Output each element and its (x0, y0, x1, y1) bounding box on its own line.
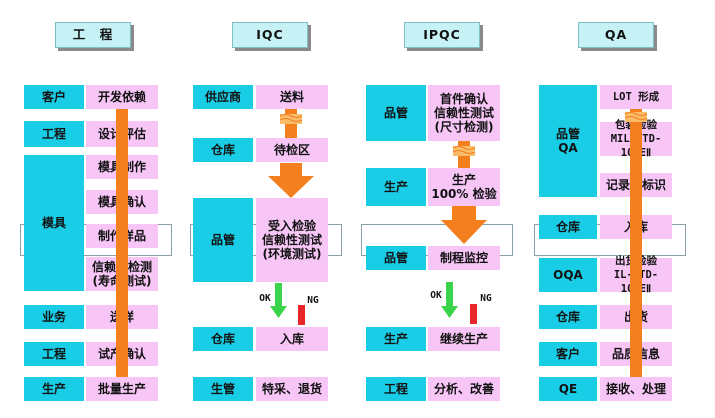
role-engineering-2: 工程 (24, 342, 84, 366)
ok-label-col3: OK (430, 290, 442, 301)
task-lot-formation: LOT 形成 (600, 85, 672, 109)
ok-arrowhead-col2 (270, 306, 287, 318)
role-production: 生产 (24, 377, 84, 401)
task-analyze-improve: 分析、改善 (428, 377, 500, 401)
task-development: 开发依赖 (86, 85, 158, 109)
ok-bar-col2 (275, 283, 282, 309)
task-full-inspection: 生产 100% 检验 (428, 168, 500, 206)
role-qe: QE (539, 377, 597, 401)
role-customer: 客户 (24, 85, 84, 109)
ng-label-col3: NG (480, 293, 492, 304)
task-receive-handle: 接收、处理 (600, 377, 672, 401)
role-oqa: OQA (539, 258, 597, 292)
arrow-down-col2 (268, 163, 314, 198)
task-mass-production: 批量生产 (86, 377, 158, 401)
wave-col4 (624, 112, 648, 122)
col4-connector (630, 109, 642, 377)
ng-bar-col2 (298, 305, 305, 325)
arrow-down-col3 (441, 206, 487, 244)
role-engineering-ipqc: 工程 (366, 377, 426, 401)
role-business: 业务 (24, 305, 84, 329)
wave-col2 (279, 114, 303, 124)
role-warehouse-qa-2: 仓库 (539, 305, 597, 329)
header-ipqc: IPQC (404, 22, 480, 48)
role-qc-qa: 品管 QA (539, 85, 597, 197)
task-incoming-inspection: 受入检验 信赖性测试 (环境测试) (256, 198, 328, 282)
role-warehouse-2: 仓库 (193, 327, 253, 351)
ok-label-col2: OK (259, 293, 271, 304)
ng-label-col2: NG (307, 295, 319, 306)
header-engineering: 工 程 (55, 22, 131, 48)
task-continue-production: 继续生产 (428, 327, 500, 351)
role-mold: 模具 (24, 155, 84, 291)
ok-arrowhead-col3 (441, 306, 458, 318)
task-store-in: 入库 (256, 327, 328, 351)
task-first-article: 首件确认 信赖性测试 (尺寸检测) (428, 85, 500, 141)
header-iqc: IQC (232, 22, 308, 48)
task-process-monitor: 制程监控 (428, 246, 500, 270)
role-customer-qa: 客户 (539, 342, 597, 366)
wave-col3 (452, 146, 476, 156)
ng-bar-col3 (470, 304, 477, 324)
role-production-mgmt: 生管 (193, 377, 253, 401)
role-warehouse-qa: 仓库 (539, 215, 597, 239)
role-production-ipqc: 生产 (366, 168, 426, 206)
task-deliver-material: 送料 (256, 85, 328, 109)
role-engineering: 工程 (24, 121, 84, 147)
header-qa: QA (578, 22, 654, 48)
col1-connector (116, 109, 128, 377)
task-pending-area: 待检区 (256, 138, 328, 162)
role-production-ipqc-2: 生产 (366, 327, 426, 351)
role-warehouse: 仓库 (193, 138, 253, 162)
role-qc-ipqc-2: 品管 (366, 246, 426, 270)
role-qc-ipqc: 品管 (366, 85, 426, 141)
task-special-return: 特采、退货 (256, 377, 328, 401)
role-supplier: 供应商 (193, 85, 253, 109)
ok-bar-col3 (446, 282, 453, 309)
role-qc: 品管 (193, 198, 253, 282)
